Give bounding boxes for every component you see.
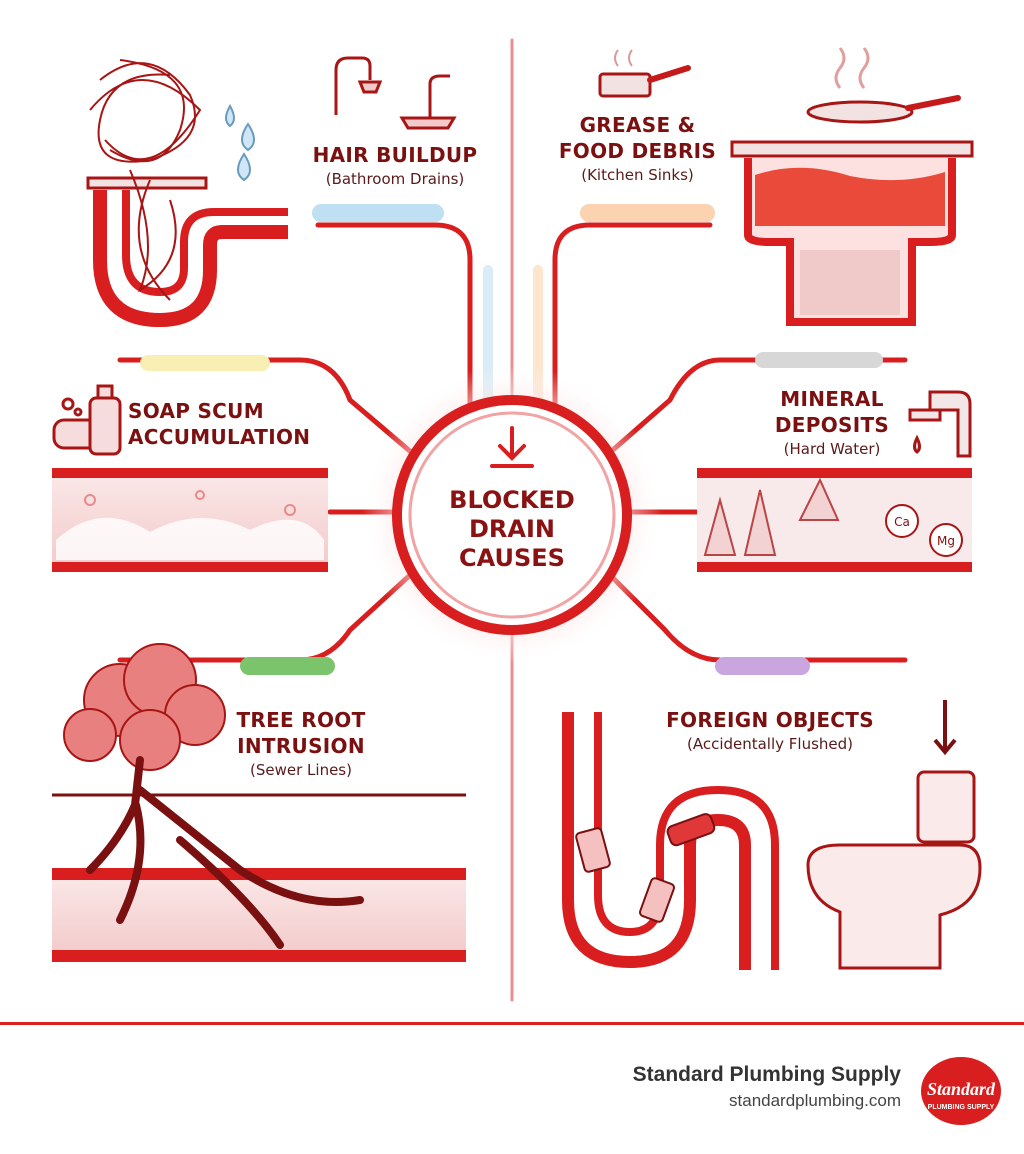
cause-title: HAIR BUILDUP [312, 143, 478, 167]
brand-logo: Standard PLUMBING SUPPLY [921, 1057, 1001, 1125]
mineral-pipe-illustration: Ca Mg [697, 468, 972, 572]
cause-subtitle: (Kitchen Sinks) [581, 166, 694, 184]
cause-title: SOAP SCUM ACCUMULATION [128, 399, 311, 449]
cause-title: GREASE & FOOD DEBRIS [558, 113, 717, 163]
foreign-objects-illustration [562, 712, 779, 970]
cause-label-foreign: FOREIGN OBJECTS (Accidentally Flushed) [640, 707, 900, 755]
cause-title: FOREIGN OBJECTS [666, 708, 874, 732]
cause-label-mineral: MINERAL DEPOSITS (Hard Water) [762, 386, 902, 460]
hub-title: BLOCKED DRAIN CAUSES [449, 486, 575, 572]
faucet-icon [908, 390, 972, 458]
brand-name: Standard Plumbing Supply [632, 1063, 901, 1086]
accent-tabs [140, 204, 883, 675]
cause-title: MINERAL DEPOSITS [774, 387, 890, 437]
cause-subtitle: (Accidentally Flushed) [686, 735, 854, 753]
cause-label-grease: GREASE & FOOD DEBRIS (Kitchen Sinks) [545, 112, 730, 186]
download-arrow-icon [490, 426, 534, 468]
toilet-icon [806, 700, 982, 970]
soap-pipe-illustration [52, 468, 328, 572]
hair-drain-illustration [86, 59, 288, 328]
footer-divider [0, 1022, 1024, 1025]
cause-title: TREE ROOT INTRUSION [236, 708, 366, 758]
logo-subtext: PLUMBING SUPPLY [928, 1104, 995, 1111]
brand-url-link[interactable]: standardplumbing.com [729, 1091, 901, 1110]
hub-circle [362, 365, 662, 665]
logo-wordmark: Standard [927, 1079, 996, 1099]
cause-subtitle: (Hard Water) [783, 440, 881, 458]
shower-sink-icon [334, 56, 457, 130]
tree-root-illustration [52, 643, 466, 962]
diagram-artwork: Ca Mg [52, 38, 982, 1002]
cause-label-roots: TREE ROOT INTRUSION (Sewer Lines) [206, 707, 396, 781]
cause-subtitle: (Bathroom Drains) [325, 170, 465, 188]
soap-bottle-icon [52, 384, 122, 456]
magnesium-label: Mg [937, 534, 955, 548]
pan-icon [598, 49, 691, 98]
cause-label-hair: HAIR BUILDUP (Bathroom Drains) [300, 142, 490, 190]
cause-subtitle: (Sewer Lines) [250, 761, 352, 779]
grease-sink-illustration [730, 47, 974, 326]
calcium-label: Ca [894, 515, 910, 529]
cause-label-soap: SOAP SCUM ACCUMULATION [128, 398, 338, 450]
